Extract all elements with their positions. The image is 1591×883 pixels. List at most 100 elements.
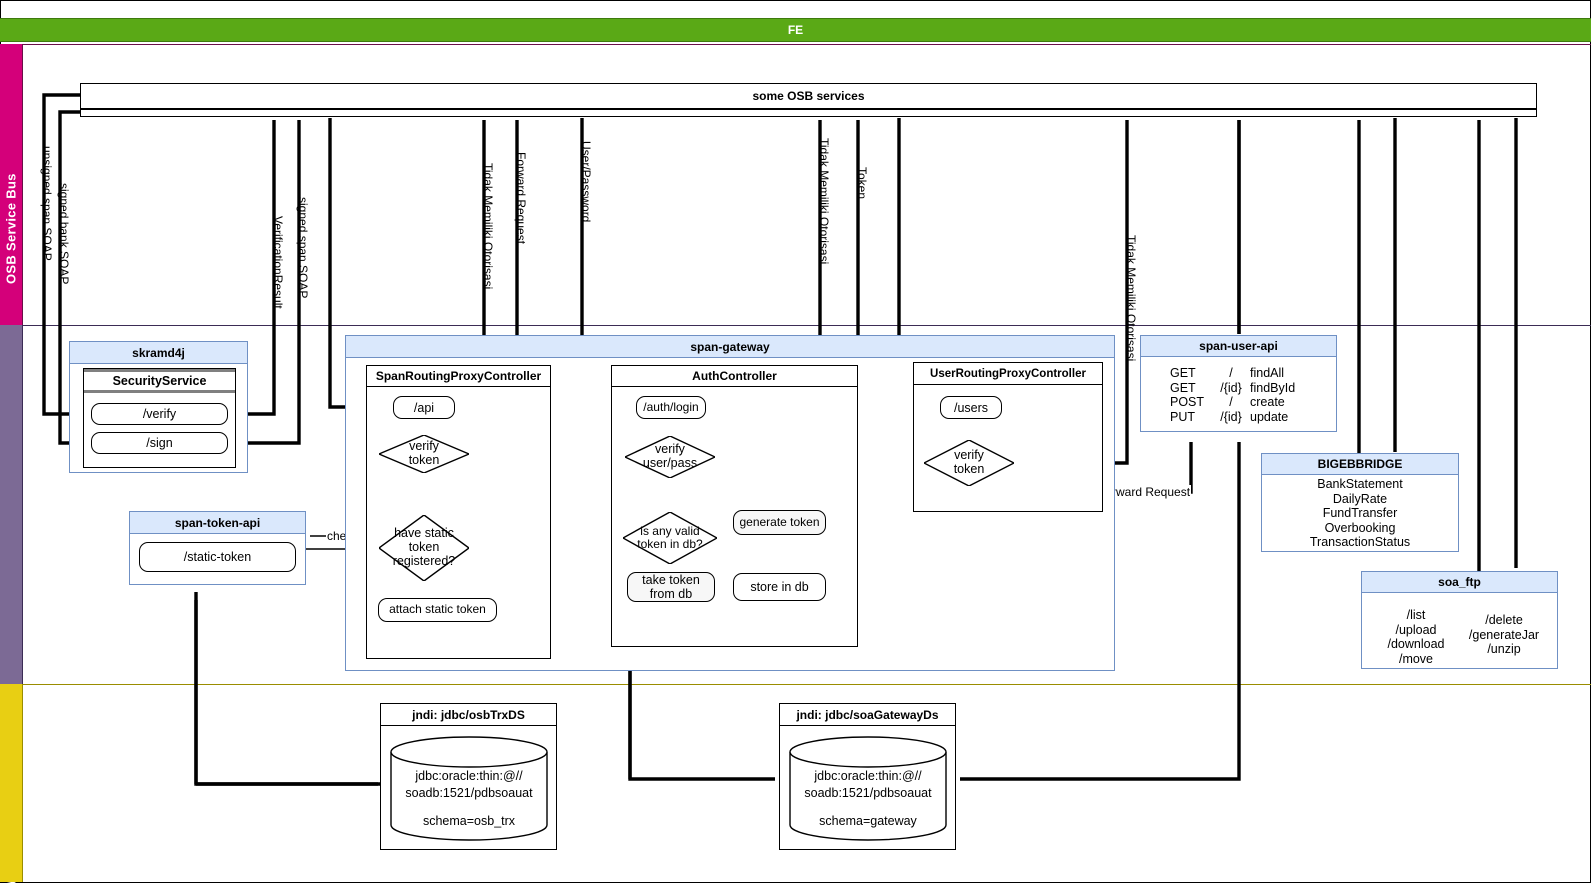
lane-wls-band: WebLogic Server [0, 325, 22, 883]
db-url-line2: soadb:1521/pdbsoauat [405, 786, 533, 800]
node-attach-static-token[interactable]: attach static token [378, 598, 497, 622]
endpoint-operation: findAll [1250, 366, 1285, 380]
edge-label-signed-bank-soap: signed bank SOAP [57, 183, 71, 285]
userroutingproxycontroller-title: UserRoutingProxyController [914, 363, 1102, 385]
decision-have-static-token[interactable]: have static token registered? [379, 515, 469, 581]
endpoint-row: GET /{id} findById [1170, 381, 1330, 396]
endpoint-path: /{id} [1220, 380, 1242, 395]
osb-services-strip [80, 109, 1537, 117]
list-item: /delete [1485, 613, 1523, 627]
edge-label-forward-request-1: Forward Request [514, 152, 528, 245]
db-cylinder-soagateway [789, 736, 947, 841]
endpoint-path: / [1229, 395, 1233, 409]
lane-eis-body [22, 684, 1591, 882]
datasource-osbtrxds-title: jndi: jdbc/osbTrxDS [381, 704, 556, 726]
decision-have-static-token-label: have static token registered? [392, 526, 456, 568]
controller-userroutingproxy[interactable]: UserRoutingProxyController [913, 362, 1103, 512]
endpoint-path: / [1229, 366, 1233, 380]
span-user-api-title: span-user-api [1141, 336, 1336, 357]
endpoint-verify[interactable]: /verify [91, 403, 228, 425]
lane-osb-band: OSB Service Bus [0, 44, 22, 325]
list-item: /generateJar [1468, 627, 1540, 642]
node-auth-login[interactable]: /auth/login [636, 396, 706, 419]
span-user-api-endpoints: GET / findAll GET /{id} findById POST / … [1170, 366, 1330, 424]
datasource-osbtrxds-url: jdbc:oracle:thin:@// soadb:1521/pdbsoaua… [390, 767, 548, 803]
span-token-api-title: span-token-api [130, 512, 305, 534]
edge-label-token: Token [855, 167, 869, 200]
datasource-soagatewayds-title: jndi: jdbc/soaGatewayDs [780, 704, 955, 726]
endpoint-operation: update [1250, 409, 1289, 424]
node-api[interactable]: /api [393, 396, 455, 419]
endpoint-path: /{id} [1220, 409, 1242, 424]
endpoint-method: PUT [1170, 409, 1195, 424]
endpoint-operation: findById [1250, 380, 1296, 395]
endpoint-method: GET [1170, 366, 1196, 380]
list-item: /move [1398, 651, 1434, 666]
lane-eis-band: EIS/Storage/DB [0, 684, 22, 882]
skramd4j-title: skramd4j [70, 342, 247, 364]
osb-services-label: some OSB services [752, 89, 865, 103]
list-item: TransactionStatus [1309, 535, 1411, 549]
list-item: /list [1406, 608, 1426, 622]
node-users[interactable]: /users [940, 396, 1002, 419]
edge-label-forward-request-2: Forward Request [1097, 485, 1192, 499]
list-item: /unzip [1487, 642, 1521, 656]
lane-fe-label: FE [787, 23, 804, 37]
endpoint-method: GET [1170, 380, 1196, 395]
osb-services-box[interactable]: some OSB services [80, 83, 1537, 109]
db-url-line2: soadb:1521/pdbsoauat [804, 786, 932, 800]
list-item: Overbooking [1324, 520, 1396, 535]
component-soa-ftp[interactable]: soa_ftp [1361, 571, 1558, 669]
edge-label-verification-result: VerificationResult [271, 216, 285, 309]
spanroutingproxycontroller-title: SpanRoutingProxyController [367, 366, 550, 387]
datasource-osbtrxds-schema: schema=osb_trx [422, 813, 516, 828]
list-item: /upload [1395, 622, 1437, 637]
lane-osb-body [22, 44, 1591, 325]
db-cylinder-osbtrx [390, 736, 548, 841]
securityservice-title: SecurityService [84, 369, 235, 393]
list-item: BankStatement [1317, 477, 1403, 491]
edge-label-unsigned-span-soap: unsigned span SOAP [40, 146, 54, 261]
list-item: FundTransfer [1322, 506, 1398, 520]
edge-label-user-password: User/Password [579, 141, 593, 223]
endpoint-row: POST / create [1170, 395, 1330, 410]
endpoint-sign[interactable]: /sign [91, 432, 228, 454]
soa-ftp-title: soa_ftp [1362, 572, 1557, 593]
soa-ftp-right-items: /delete /generateJar /unzip [1456, 613, 1552, 657]
span-gateway-title: span-gateway [346, 336, 1114, 358]
component-bigebbridge[interactable]: BIGEBBRIDGE [1261, 453, 1459, 552]
datasource-soagatewayds-schema: schema=gateway [819, 813, 917, 828]
endpoint-method: POST [1170, 395, 1205, 409]
endpoint-row: GET / findAll [1170, 366, 1330, 381]
endpoint-static-token[interactable]: /static-token [139, 542, 296, 572]
edge-label-tidak-memiliki-otorisasi-3: Tidak Memiliki Otorisasi [1124, 235, 1138, 362]
endpoint-operation: create [1250, 395, 1285, 409]
list-item: DailyRate [1332, 491, 1388, 506]
node-generate-token[interactable]: generate token [733, 510, 826, 535]
component-span-user-api[interactable]: span-user-api [1140, 335, 1337, 432]
bigebbridge-items: BankStatement DailyRate FundTransfer Ove… [1261, 477, 1459, 550]
authcontroller-title: AuthController [612, 366, 857, 387]
edge-label-signed-span-soap: signed span SOAP [296, 197, 310, 299]
db-url-line1: jdbc:oracle:thin:@// [415, 769, 523, 784]
endpoint-row: PUT /{id} update [1170, 410, 1330, 425]
lane-fe: FE [0, 18, 1591, 42]
bigebbridge-title: BIGEBBRIDGE [1262, 454, 1458, 475]
datasource-soagatewayds-url: jdbc:oracle:thin:@// soadb:1521/pdbsoaua… [789, 767, 947, 803]
list-item: /download [1387, 637, 1445, 651]
db-url-line1: jdbc:oracle:thin:@// [814, 769, 922, 784]
edge-label-tidak-memiliki-otorisasi-2: Tidak Memiliki Otorisasi [817, 138, 831, 265]
node-store-in-db[interactable]: store in db [733, 573, 826, 601]
soa-ftp-left-items: /list /upload /download /move [1371, 608, 1461, 666]
